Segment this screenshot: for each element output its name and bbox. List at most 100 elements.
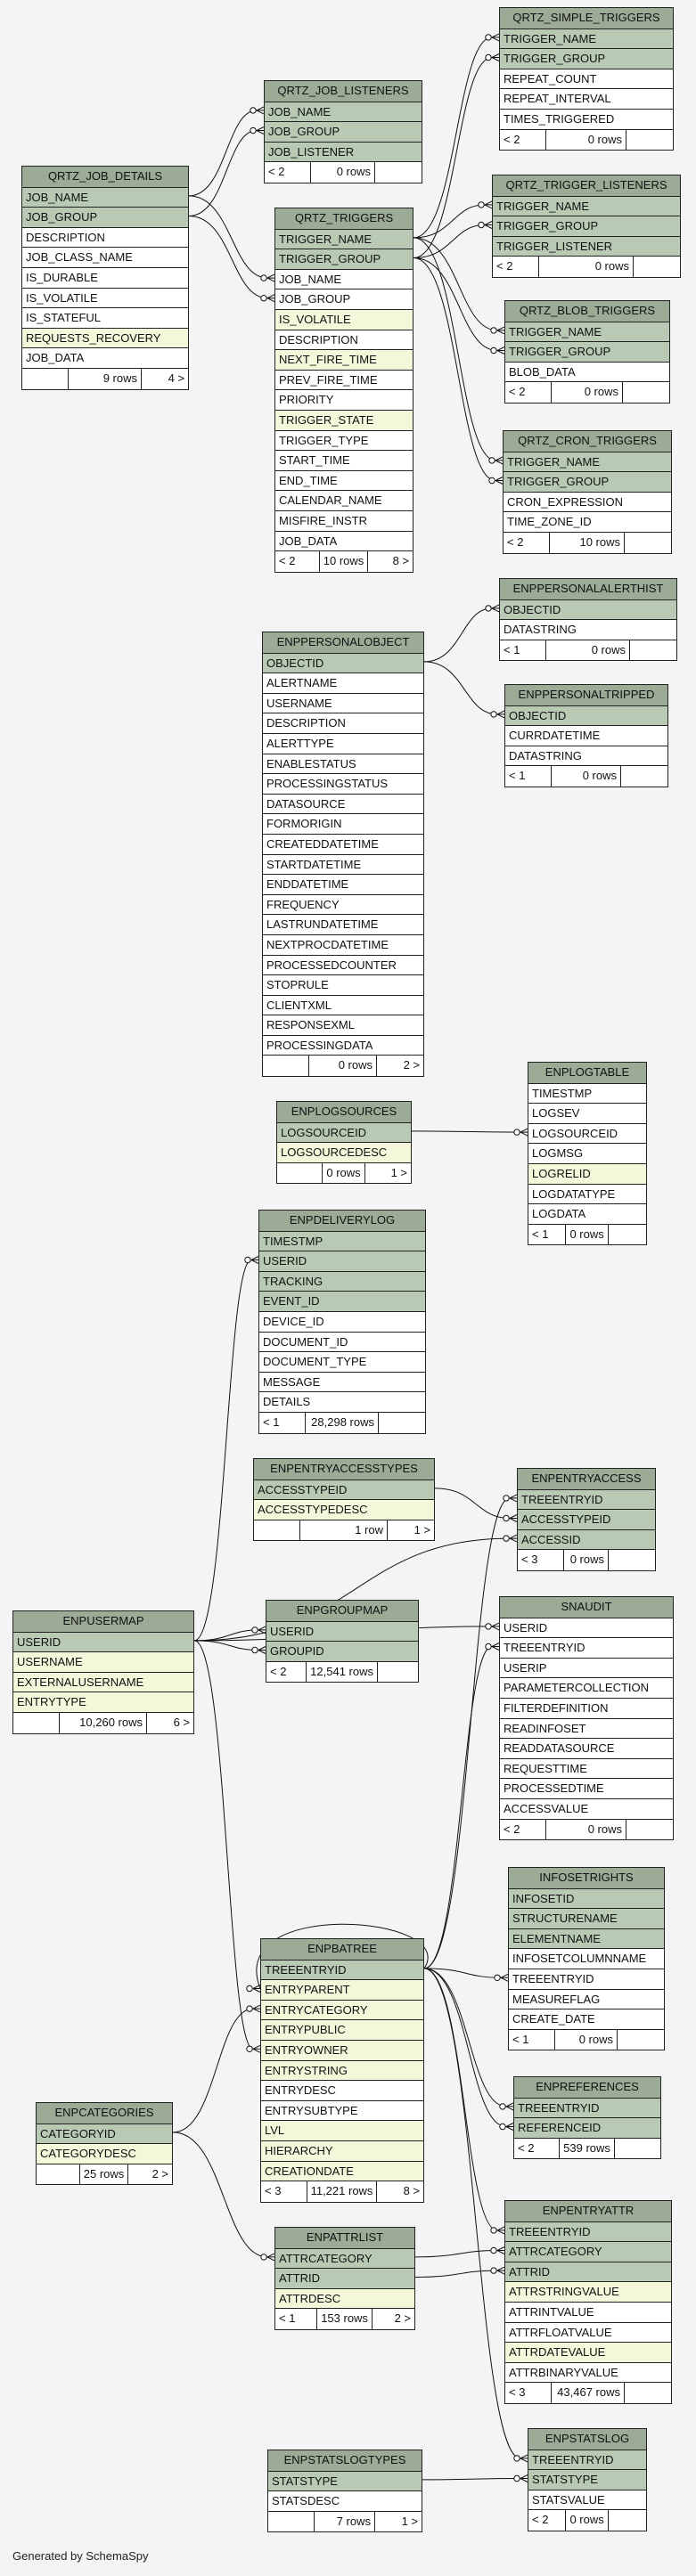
column-end-time: END_TIME — [275, 470, 413, 492]
row-count: 0 rows — [311, 162, 375, 183]
column-startdatetime: STARTDATETIME — [263, 854, 423, 876]
column-treeentryid: TREEENTRYID — [500, 1638, 673, 1659]
row-count: 0 rows — [552, 382, 623, 403]
crows-foot-marker — [520, 1128, 528, 1137]
crows-foot-marker — [491, 53, 500, 61]
optional-marker — [251, 1646, 258, 1654]
crows-foot-marker — [496, 326, 505, 335]
child-count — [609, 2510, 646, 2531]
table-title: ENPLOGSOURCES — [277, 1102, 411, 1123]
column-start-time: START_TIME — [275, 451, 413, 471]
column-next-fire-time: NEXT_FIRE_TIME — [275, 350, 413, 371]
table-title: ENPPERSONALOBJECT — [263, 632, 423, 654]
column-processedtime: PROCESSEDTIME — [500, 1779, 673, 1799]
column-prev-fire-time: PREV_FIRE_TIME — [275, 370, 413, 391]
column-attrid: ATTRID — [505, 2262, 671, 2283]
column-alertname: ALERTNAME — [263, 673, 423, 694]
column-attrdesc: ATTRDESC — [275, 2288, 414, 2310]
column-trigger-group: TRIGGER_GROUP — [493, 216, 680, 237]
child-count: 1 > — [414, 1522, 430, 1537]
crows-foot-marker — [250, 1256, 259, 1264]
column-userid: USERID — [259, 1251, 425, 1272]
column-userid: USERID — [13, 1632, 193, 1653]
row-count: 43,467 rows — [552, 2383, 625, 2403]
column-treeentryid: TREEENTRYID — [509, 1969, 664, 1990]
table-title: ENPGROUPMAP — [266, 1601, 418, 1622]
relation-qrtz_job_details-qrtz_triggers — [188, 195, 268, 279]
table-title: SNAUDIT — [500, 1597, 673, 1618]
relation-enpbatree-enpentryattr — [423, 1968, 498, 2231]
optional-marker — [503, 1514, 510, 1522]
crows-foot-marker — [500, 1973, 509, 1982]
table-title: ENPDELIVERYLOG — [259, 1211, 425, 1232]
column-datastring: DATASTRING — [505, 746, 667, 767]
column-formorigin: FORMORIGIN — [263, 814, 423, 835]
column-trigger-group: TRIGGER_GROUP — [504, 472, 671, 493]
child-count — [375, 162, 422, 183]
parent-count: < 2 — [505, 382, 552, 403]
relation-qrtz_triggers-qrtz_blob_triggers — [413, 237, 498, 331]
relation-qrtz_job_details-qrtz_triggers — [188, 216, 268, 299]
table-title: ENPREFERENCES — [514, 2077, 660, 2099]
crows-foot-marker — [496, 2266, 505, 2275]
row-count: 0 rows — [539, 257, 634, 277]
column-stoprule: STOPRULE — [263, 975, 423, 996]
column-is-stateful: IS_STATEFUL — [22, 308, 188, 329]
parent-count — [13, 1712, 60, 1733]
column-job-class-name: JOB_CLASS_NAME — [22, 248, 188, 268]
column-objectid: OBJECTID — [505, 705, 667, 727]
column-trigger-listener: TRIGGER_LISTENER — [493, 236, 680, 257]
row-count: 0 rows — [546, 1819, 626, 1840]
row-count: 11,221 rows — [307, 2181, 378, 2202]
crows-foot-marker — [266, 273, 275, 282]
parent-count: < 2 — [265, 162, 311, 183]
column-processedcounter: PROCESSEDCOUNTER — [263, 955, 423, 976]
column-lvl: LVL — [261, 2121, 423, 2141]
column-is-volatile: IS_VOLATILE — [22, 288, 188, 309]
column-processingdata: PROCESSINGDATA — [263, 1035, 423, 1056]
column-datastring: DATASTRING — [500, 620, 676, 640]
column-job-name: JOB_NAME — [22, 187, 188, 208]
parent-count — [37, 2164, 80, 2185]
column-createddatetime: CREATEDDATETIME — [263, 834, 423, 855]
crows-foot-marker — [505, 2102, 514, 2111]
child-count — [625, 533, 671, 553]
table-title: ENPSTATSLOG — [528, 2429, 646, 2450]
relation-enplogsources-enplogtable — [411, 1130, 521, 1133]
row-count: 0 rows — [566, 1224, 609, 1245]
column-statstype: STATSTYPE — [268, 2471, 422, 2492]
